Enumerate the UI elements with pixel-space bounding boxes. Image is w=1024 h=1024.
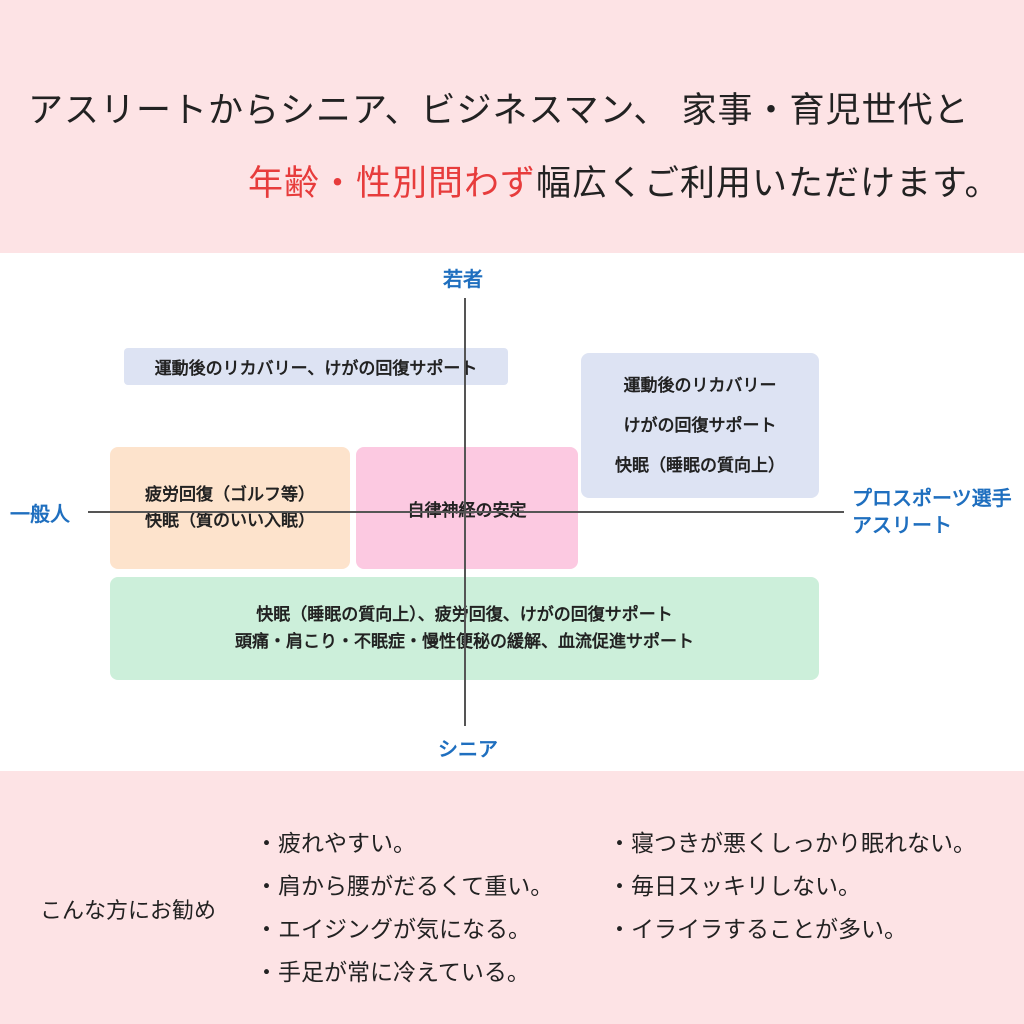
headline-line2: 年齢・性別問わず幅広くご利用いただけます。	[248, 155, 1001, 206]
recommend-list-left: ・疲れやすい。 ・肩から腰がだるくて重い。 ・エイジングが気になる。 ・手足が常…	[255, 823, 553, 995]
list-item: ・寝つきが悪くしっかり眠れない。	[608, 831, 976, 857]
box-general-line2: 快眠（質のいい入眠）	[145, 511, 315, 531]
header-band	[0, 0, 1024, 253]
horizontal-axis	[88, 511, 844, 513]
axis-label-general: 一般人	[10, 502, 70, 526]
box-young-athlete-line3: 快眠（睡眠の質向上）	[615, 455, 785, 476]
headline-highlight: 年齢・性別問わず	[248, 164, 537, 204]
vertical-axis	[464, 298, 466, 726]
axis-label-senior: シニア	[438, 737, 498, 761]
box-center-text: 自律神経の安定	[407, 500, 527, 521]
box-young-general: 運動後のリカバリー、けがの回復サポート	[124, 348, 508, 385]
box-general-line1: 疲労回復（ゴルフ等）	[145, 485, 315, 505]
axis-label-athlete-line2: アスリート	[852, 513, 952, 537]
headline-line1: アスリートからシニア、ビジネスマン、 家事・育児世代と	[28, 91, 970, 131]
recommend-band	[0, 771, 1024, 1024]
axis-label-young: 若者	[443, 267, 483, 291]
axis-label-athlete-line1: プロスポーツ選手	[852, 486, 1012, 510]
box-young-athlete: 運動後のリカバリー けがの回復サポート 快眠（睡眠の質向上）	[581, 353, 819, 498]
list-item: ・疲れやすい。	[255, 831, 416, 857]
box-general: 疲労回復（ゴルフ等） 快眠（質のいい入眠）	[110, 447, 350, 569]
headline-rest: 幅広くご利用いただけます。	[536, 164, 1001, 204]
box-center: 自律神経の安定	[356, 447, 578, 569]
box-young-athlete-line2: けがの回復サポート	[623, 415, 777, 436]
list-item: ・肩から腰がだるくて重い。	[255, 874, 554, 900]
list-item: ・エイジングが気になる。	[255, 917, 531, 943]
list-item: ・イライラすることが多い。	[608, 917, 907, 943]
box-young-athlete-line1: 運動後のリカバリー	[623, 375, 777, 396]
list-item: ・手足が常に冷えている。	[255, 960, 530, 986]
recommend-list-right: ・寝つきが悪くしっかり眠れない。 ・毎日スッキリしない。 ・イライラすることが多…	[608, 823, 976, 952]
axis-label-athlete: プロスポーツ選手 アスリート	[852, 485, 1012, 539]
list-item: ・毎日スッキリしない。	[608, 874, 861, 900]
recommend-title: こんな方にお勧め	[40, 899, 217, 924]
box-young-general-text: 運動後のリカバリー、けがの回復サポート	[154, 359, 478, 379]
